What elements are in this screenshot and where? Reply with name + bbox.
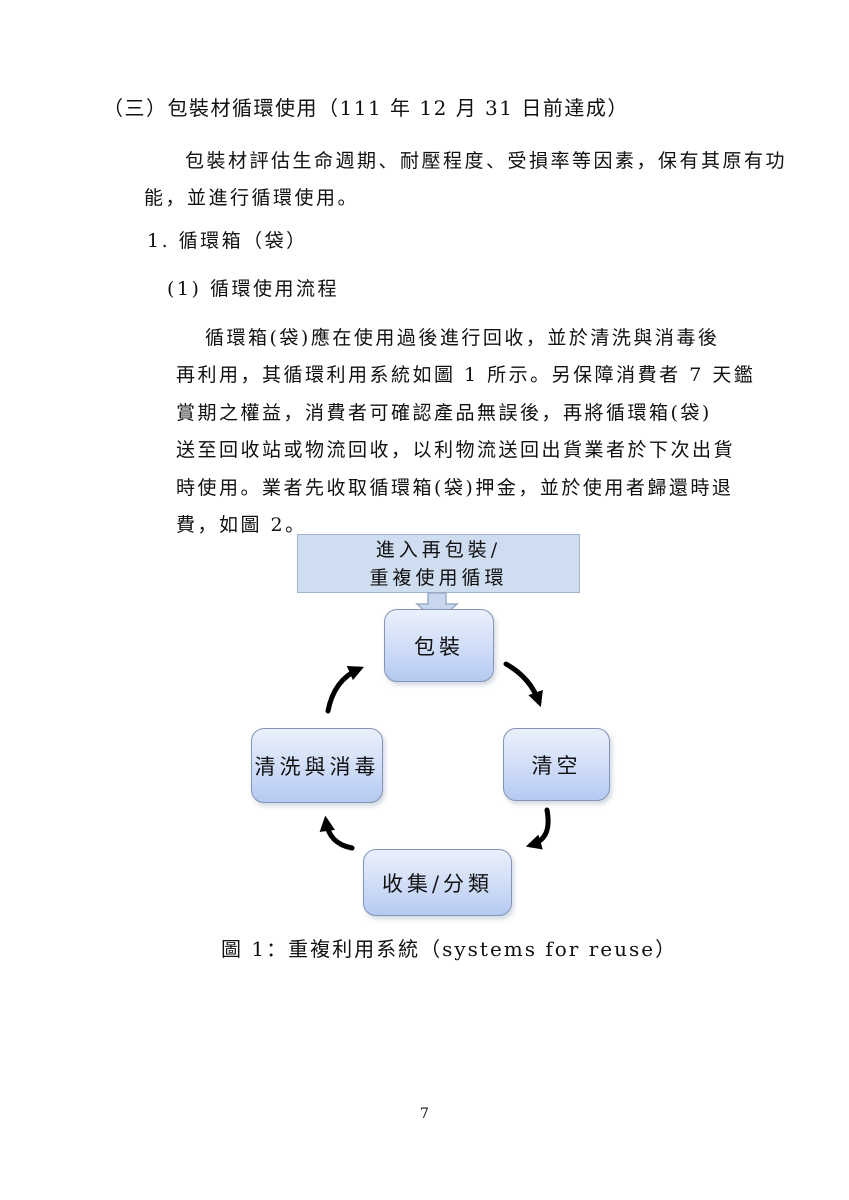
paragraph-line: 時使用。業者先收取循環箱(袋)押金，並於使用者歸還時退 bbox=[176, 477, 734, 499]
paragraph-line: 費，如圖 2。 bbox=[176, 514, 307, 536]
diagram-node-clean: 清洗與消毒 bbox=[251, 728, 383, 803]
paragraph-line: 賞期之權益，消費者可確認產品無誤後，再將循環箱(袋) bbox=[176, 402, 712, 424]
paragraph-line: 循環箱(袋)應在使用過後進行回收，並於清洗與消毒後 bbox=[205, 327, 720, 349]
paragraph-line: 再利用，其循環利用系統如圖 1 所示。另保障消費者 7 天鑑 bbox=[176, 364, 756, 386]
list-item-sub: (1) 循環使用流程 bbox=[167, 278, 339, 300]
arrow-package-to-empty-icon bbox=[503, 661, 543, 708]
paragraph-line: 能，並進行循環使用。 bbox=[144, 187, 360, 209]
figure-caption: 圖 1：重複利用系統（systems for reuse） bbox=[221, 937, 678, 961]
node-label: 清空 bbox=[531, 753, 582, 778]
entry-box-line1: 進入再包裝/ bbox=[375, 538, 502, 561]
list-item-number: 1. 循環箱（袋） bbox=[147, 230, 308, 252]
node-label: 清洗與消毒 bbox=[254, 754, 380, 779]
diagram-node-empty: 清空 bbox=[503, 728, 610, 801]
paragraph-line: 包裝材評估生命週期、耐壓程度、受損率等因素，保有其原有功 bbox=[185, 150, 788, 172]
node-label: 包裝 bbox=[414, 634, 464, 659]
paragraph-line: 送至回收站或物流回收，以利物流送回出貨業者於下次出貨 bbox=[176, 439, 736, 461]
diagram-entry-box: 進入再包裝/ 重複使用循環 bbox=[297, 534, 580, 593]
arrow-empty-to-collect-icon bbox=[525, 807, 551, 850]
page-number: 7 bbox=[420, 1106, 429, 1122]
arrow-clean-to-package-icon bbox=[325, 665, 364, 714]
node-label: 收集/分類 bbox=[381, 871, 494, 896]
section-heading: （三）包裝材循環使用（111 年 12 月 31 日前達成） bbox=[103, 96, 629, 120]
diagram-node-package: 包裝 bbox=[384, 609, 494, 682]
diagram-node-collect: 收集/分類 bbox=[363, 849, 512, 916]
arrow-collect-to-clean-icon bbox=[319, 815, 355, 851]
entry-box-line2: 重複使用循環 bbox=[369, 566, 508, 589]
